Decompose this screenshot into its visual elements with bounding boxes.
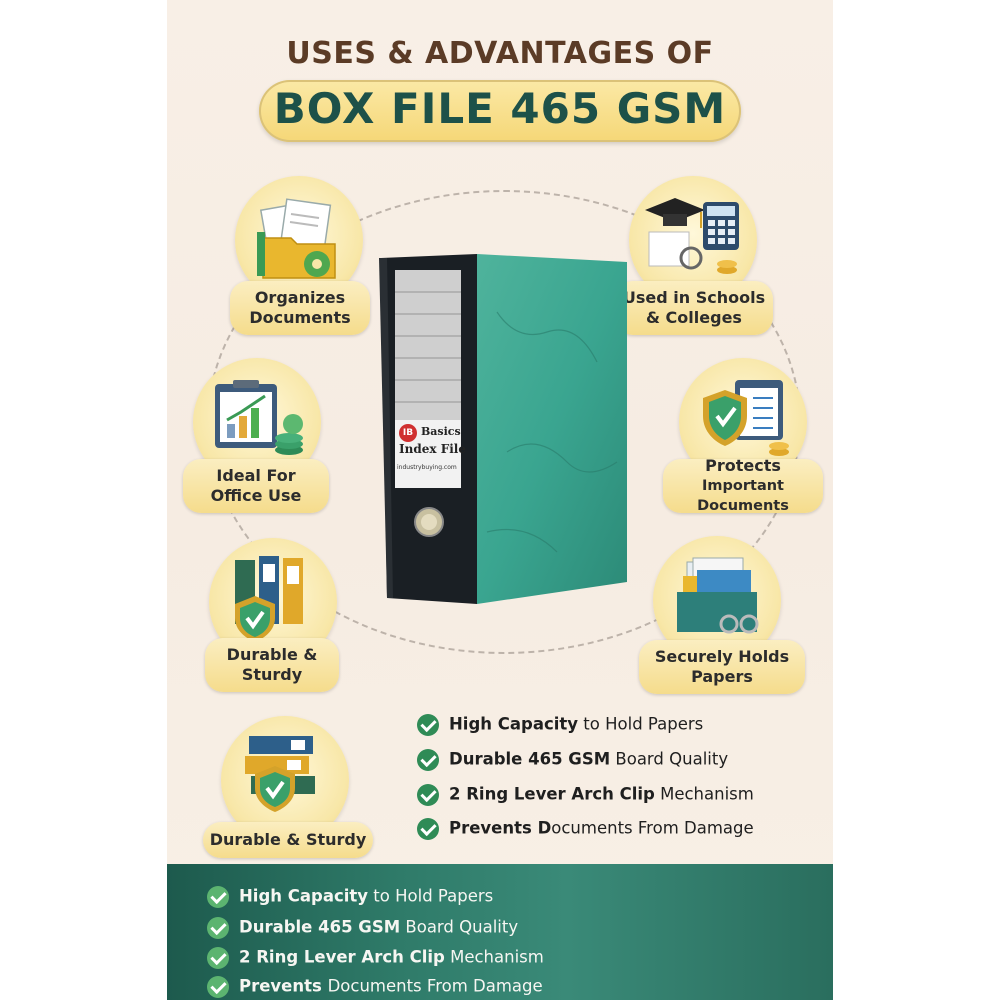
- check-icon: [417, 818, 439, 840]
- label-site: industrybuying.com: [397, 464, 457, 471]
- box-file-image: [379, 254, 627, 604]
- infographic-poster: USES & ADVANTAGES OF BOX FILE 465 GSM Or…: [167, 0, 833, 1000]
- feature-item: Durable 465 GSM Board Quality: [417, 749, 728, 771]
- check-icon: [207, 917, 229, 939]
- bottom-feature-item: Durable 465 GSM Board Quality: [207, 917, 518, 939]
- feature-item: 2 Ring Lever Arch Clip Mechanism: [417, 784, 754, 806]
- check-icon: [417, 784, 439, 806]
- binders-shield-icon: [235, 556, 303, 642]
- bottom-feature-item: High Capacity to Hold Papers: [207, 886, 493, 908]
- folder-documents-icon: [257, 198, 336, 279]
- heading-line1: USES & ADVANTAGES OF: [286, 36, 714, 71]
- bottom-feature-item: Prevents Documents From Damage: [207, 976, 543, 998]
- graduation-calculator-icon: [645, 198, 739, 274]
- use-label-durable: Durable &Sturdy: [205, 638, 339, 692]
- heading-line2: BOX FILE 465 GSM: [273, 84, 727, 133]
- stacked-binders-shield-icon: [245, 736, 315, 812]
- shield-clipboard-icon: [703, 380, 789, 456]
- feature-item: High Capacity to Hold Papers: [417, 714, 703, 736]
- feature-item: Prevents Documents From Damage: [417, 818, 754, 840]
- check-icon: [417, 714, 439, 736]
- chart-clipboard-icon: [215, 380, 303, 455]
- title-banner: [259, 80, 741, 142]
- file-organizer-icon: [677, 557, 759, 634]
- use-label-durable-2: Durable & Sturdy: [203, 822, 373, 858]
- check-icon: [207, 976, 229, 998]
- bottom-feature-band: High Capacity to Hold Papers Durable 465…: [167, 864, 833, 1000]
- check-icon: [207, 886, 229, 908]
- box-file-product: IB Basics Index File industrybuying.com: [377, 252, 637, 612]
- bottom-feature-item: 2 Ring Lever Arch Clip Mechanism: [207, 947, 544, 969]
- label-badge: IB: [399, 424, 417, 442]
- label-brand: Basics: [421, 425, 461, 438]
- use-label-schools: Used in Schools& Colleges: [615, 281, 773, 335]
- check-icon: [207, 947, 229, 969]
- check-icon: [417, 749, 439, 771]
- label-name: Index File: [399, 442, 466, 456]
